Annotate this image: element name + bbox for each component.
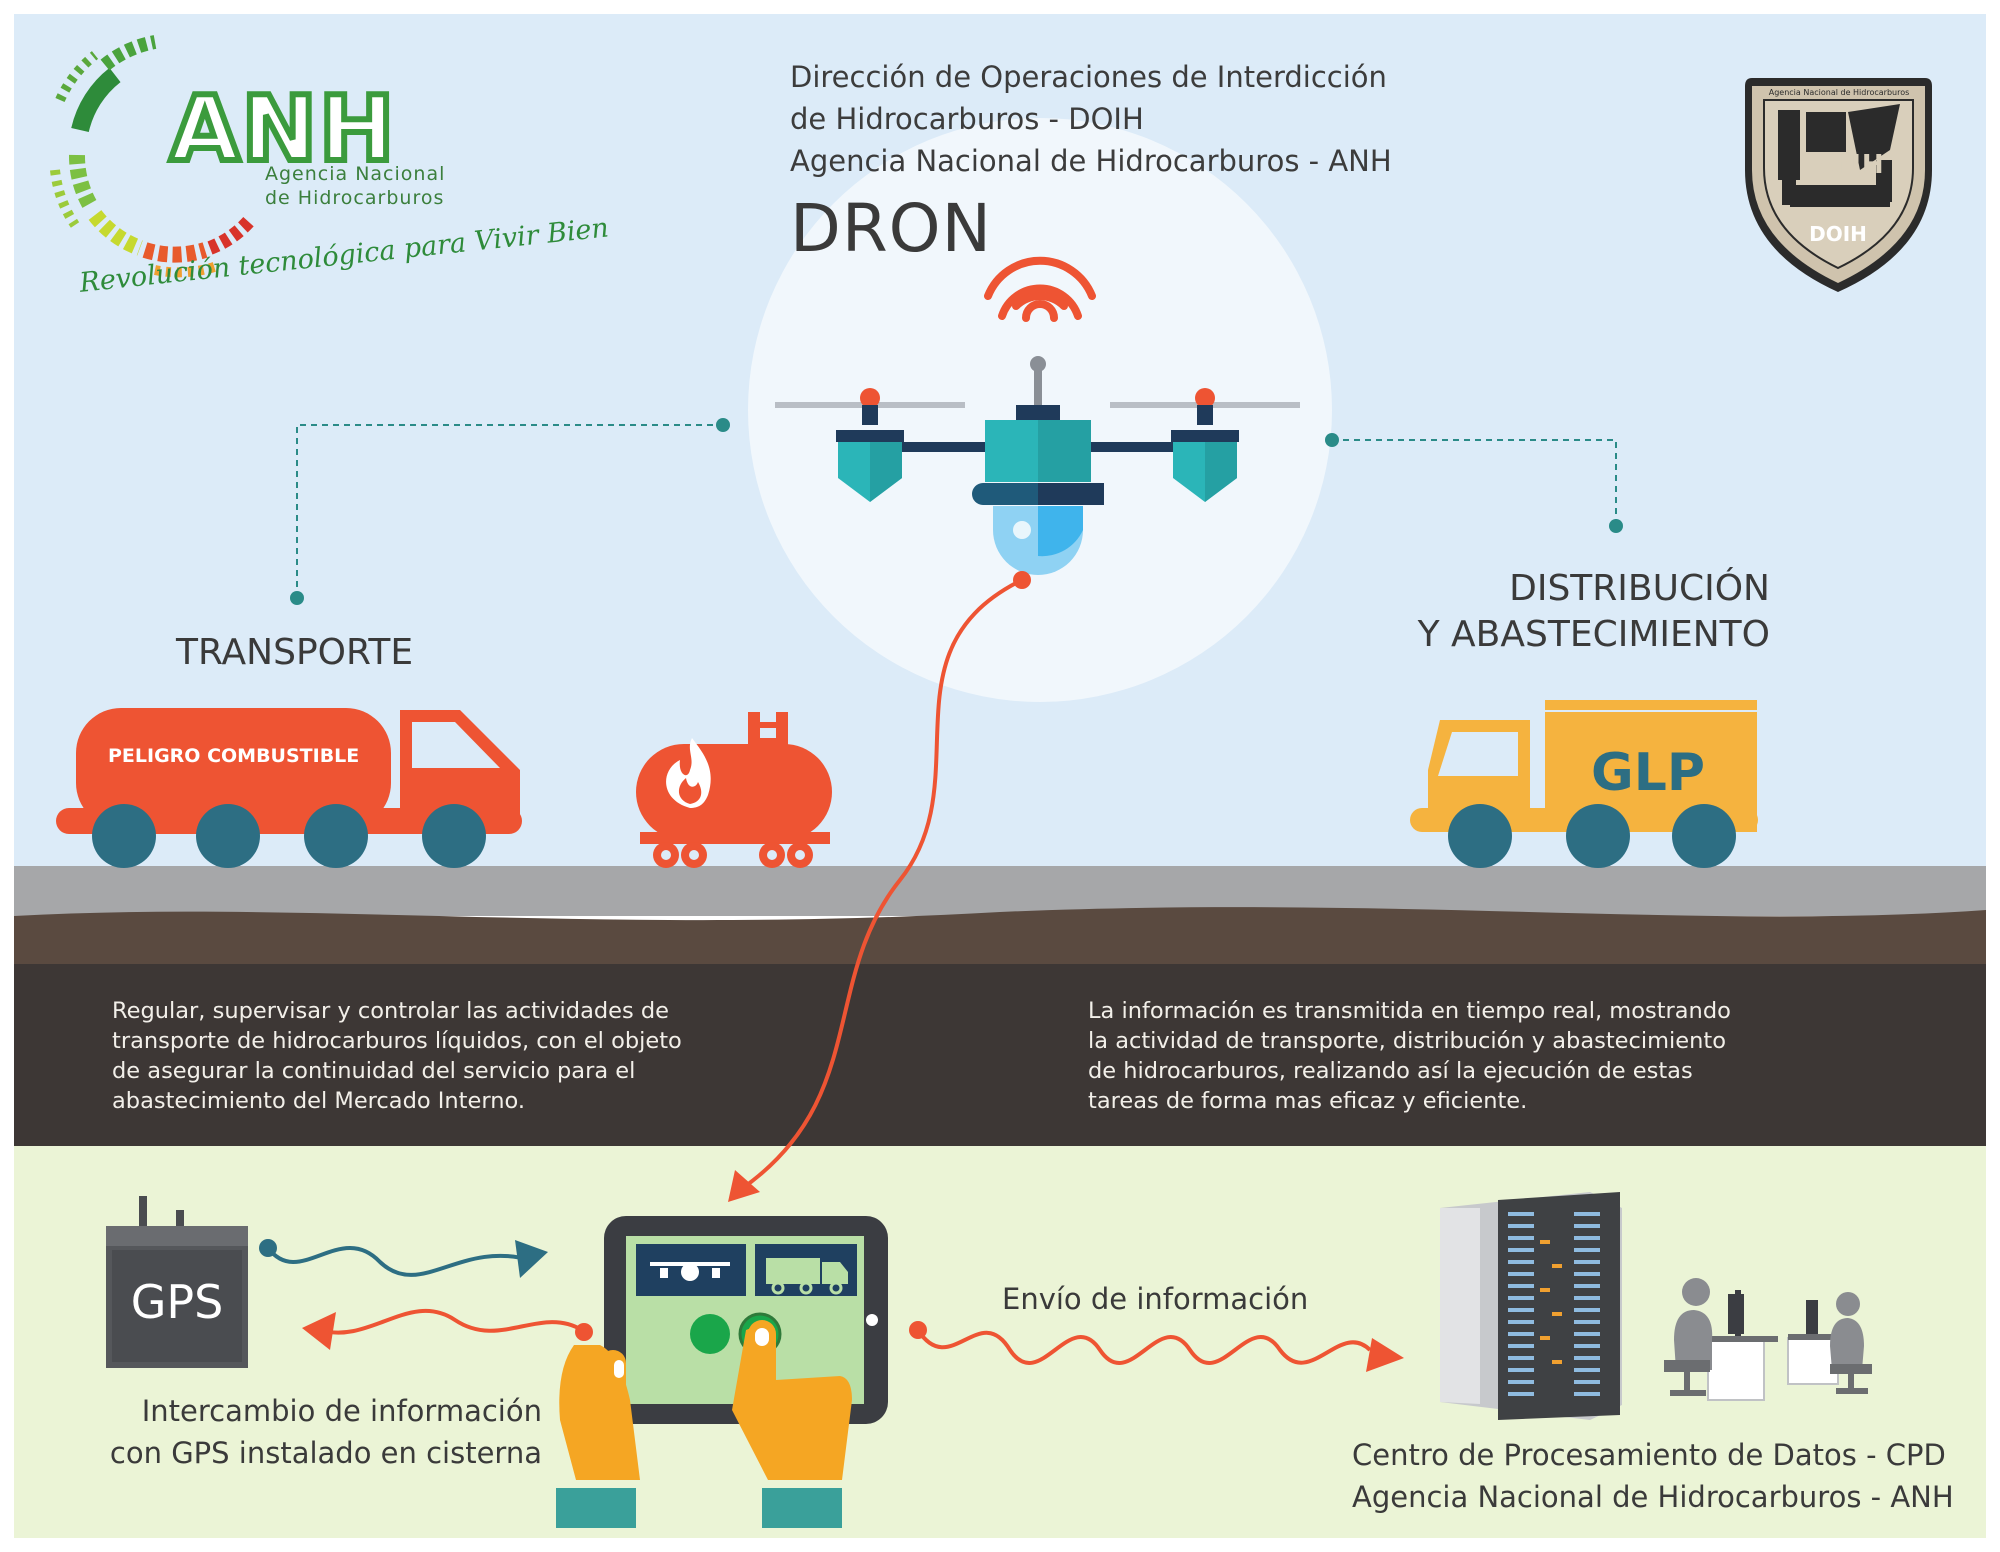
gps-exchange-arrows <box>266 1246 584 1335</box>
data-link-arrowhead <box>728 1170 760 1202</box>
cpd-caption-line1: Centro de Procesamiento de Datos - CPD <box>1352 1438 1946 1472</box>
glp-label: GLP <box>1591 743 1705 803</box>
anh-logo-mark: ANH <box>50 35 397 278</box>
doih-emblem-ring-text: Agencia Nacional de Hidrocarburos <box>1768 88 1910 97</box>
tank-wagon-icon <box>636 712 832 868</box>
send-info-label: Envío de información <box>1002 1282 1309 1316</box>
distribution-title-line2: Y ABASTECIMIENTO <box>1417 614 1770 655</box>
tablet-icon <box>604 1216 888 1424</box>
distribution-title-line1: DISTRIBUCIÓN <box>1509 568 1770 609</box>
transport-title: TRANSPORTE <box>176 632 414 673</box>
cpd-caption-line2: Agencia Nacional de Hidrocarburos - ANH <box>1352 1480 1954 1514</box>
page-title: DRON <box>790 190 992 267</box>
gps-caption-line2: con GPS instalado en cisterna <box>109 1436 542 1470</box>
cpd-caption: Centro de Procesamiento de Datos - CPD A… <box>1352 1434 1954 1518</box>
drone-icon <box>775 356 1300 575</box>
gps-caption-line1: Intercambio de información <box>141 1394 542 1428</box>
anh-logo-name: Agencia Nacional de Hidrocarburos <box>265 162 445 210</box>
doih-emblem-label: DOIH <box>1809 222 1867 246</box>
road <box>14 866 1986 916</box>
header-line1: Dirección de Operaciones de Interdicción <box>790 60 1387 94</box>
description-right: La información es transmitida en tiempo … <box>1088 998 1731 1114</box>
ground-background <box>14 1146 1986 1538</box>
description-left: Regular, supervisar y controlar las acti… <box>112 998 682 1114</box>
server-rack-icon <box>1440 1192 1622 1420</box>
gps-device-icon <box>106 1196 248 1368</box>
gps-label: GPS <box>131 1275 224 1329</box>
anh-logo-letters: ANH <box>170 77 396 182</box>
glp-truck-icon <box>1410 700 1758 868</box>
doih-emblem-mark: ANH <box>1818 150 1885 180</box>
data-link-curve <box>738 578 1023 1192</box>
description-band <box>14 964 1986 1146</box>
doih-emblem <box>1745 78 1932 292</box>
distribution-title: DISTRIBUCIÓN Y ABASTECIMIENTO <box>1300 566 1770 658</box>
operators-icon <box>1664 1278 1872 1401</box>
hands-icon <box>556 1320 852 1528</box>
send-wave <box>916 1328 1372 1365</box>
gps-caption: Intercambio de información con GPS insta… <box>100 1390 542 1474</box>
header-line3: Agencia Nacional de Hidrocarburos - ANH <box>790 144 1392 178</box>
anh-logo-name-line1: Agencia Nacional <box>265 163 446 185</box>
connector-lines <box>296 424 1617 598</box>
fuel-truck-label: PELIGRO COMBUSTIBLE <box>108 745 360 767</box>
header-line2: de Hidrocarburos - DOIH <box>790 102 1144 136</box>
soil-layer <box>14 907 1986 964</box>
signal-icon <box>984 256 1096 322</box>
anh-logo-name-line2: de Hidrocarburos <box>265 187 445 209</box>
fuel-truck-icon <box>56 708 522 868</box>
